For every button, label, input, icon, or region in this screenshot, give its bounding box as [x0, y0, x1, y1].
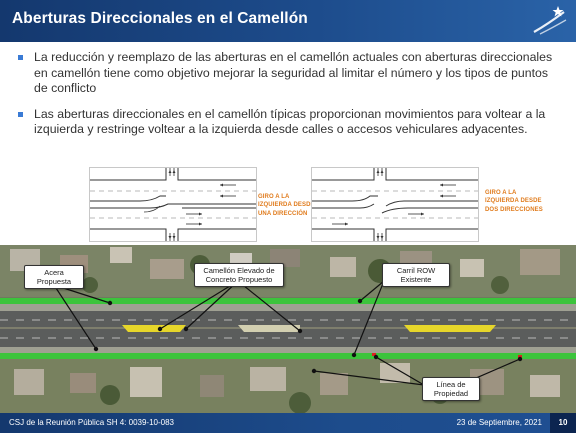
callout-line: Propiedad [433, 389, 469, 398]
median-diagram-two-directions [311, 167, 479, 242]
slide-title: Aberturas Direccionales en el Camellón [12, 10, 308, 27]
callout-line: Propuesta [36, 277, 72, 286]
callout-camellon-elevado: Camellón Elevado de Concreto Propuesto [194, 263, 284, 287]
bullet-text: La reducción y reemplazo de las abertura… [34, 50, 553, 96]
callout-carril-row: Carril ROW Existente [382, 263, 450, 287]
diagram-label-line: UNA DIRECCIÓN [258, 210, 308, 217]
diagram-label-line: IZQUIERDA DESDE [258, 202, 315, 209]
diagram-label-line: DOS DIRECCIONES [485, 206, 543, 213]
callout-line: Acera [44, 268, 64, 277]
title-bar: Aberturas Direccionales en el Camellón [0, 0, 576, 42]
callout-line: Línea de [436, 380, 466, 389]
diagram-label-line: IZQUIERDA DESDE [485, 198, 542, 205]
diagram-label-line: GIRO A LA [485, 190, 517, 196]
median-diagram-one-direction [89, 167, 257, 242]
bullet-list: La reducción y reemplazo de las abertura… [18, 50, 558, 138]
footer-meeting-id: CSJ de la Reunión Pública SH 4: 0039-10-… [9, 418, 174, 427]
square-bullet-icon [18, 55, 23, 60]
callout-line: Carril ROW [396, 266, 436, 275]
callout-line: Concreto Propuesto [205, 275, 273, 284]
callout-line: Existente [400, 275, 432, 284]
road-diagram-one-direction [90, 168, 256, 241]
callout-line: Camellón Elevado de [203, 266, 275, 275]
bullet-item: Las aberturas direccionales en el camell… [18, 107, 558, 138]
road-diagram-two-directions [312, 168, 478, 241]
diagram-label-line: GIRO A LA [258, 194, 290, 200]
page-number: 10 [550, 413, 576, 433]
aerial-photo [0, 245, 576, 413]
footer-bar: CSJ de la Reunión Pública SH 4: 0039-10-… [0, 413, 576, 433]
bullet-text: Las aberturas direccionales en el camell… [34, 106, 546, 137]
square-bullet-icon [18, 111, 23, 117]
footer-date: 23 de Septiembre, 2021 [456, 418, 542, 427]
diagram-label-two-directions: GIRO A LA IZQUIERDA DESDE DOS DIRECCIONE… [485, 189, 543, 214]
callout-acera-propuesta: Acera Propuesta [24, 265, 84, 289]
bullet-item: La reducción y reemplazo de las abertura… [18, 50, 558, 97]
txdot-star-logo-icon [533, 6, 567, 35]
diagram-label-one-direction: GIRO A LA IZQUIERDA DESDE UNA DIRECCIÓN [258, 193, 315, 218]
callout-linea-propiedad: Línea de Propiedad [422, 377, 480, 401]
aerial-map: Acera Propuesta Camellón Elevado de Conc… [0, 245, 576, 413]
